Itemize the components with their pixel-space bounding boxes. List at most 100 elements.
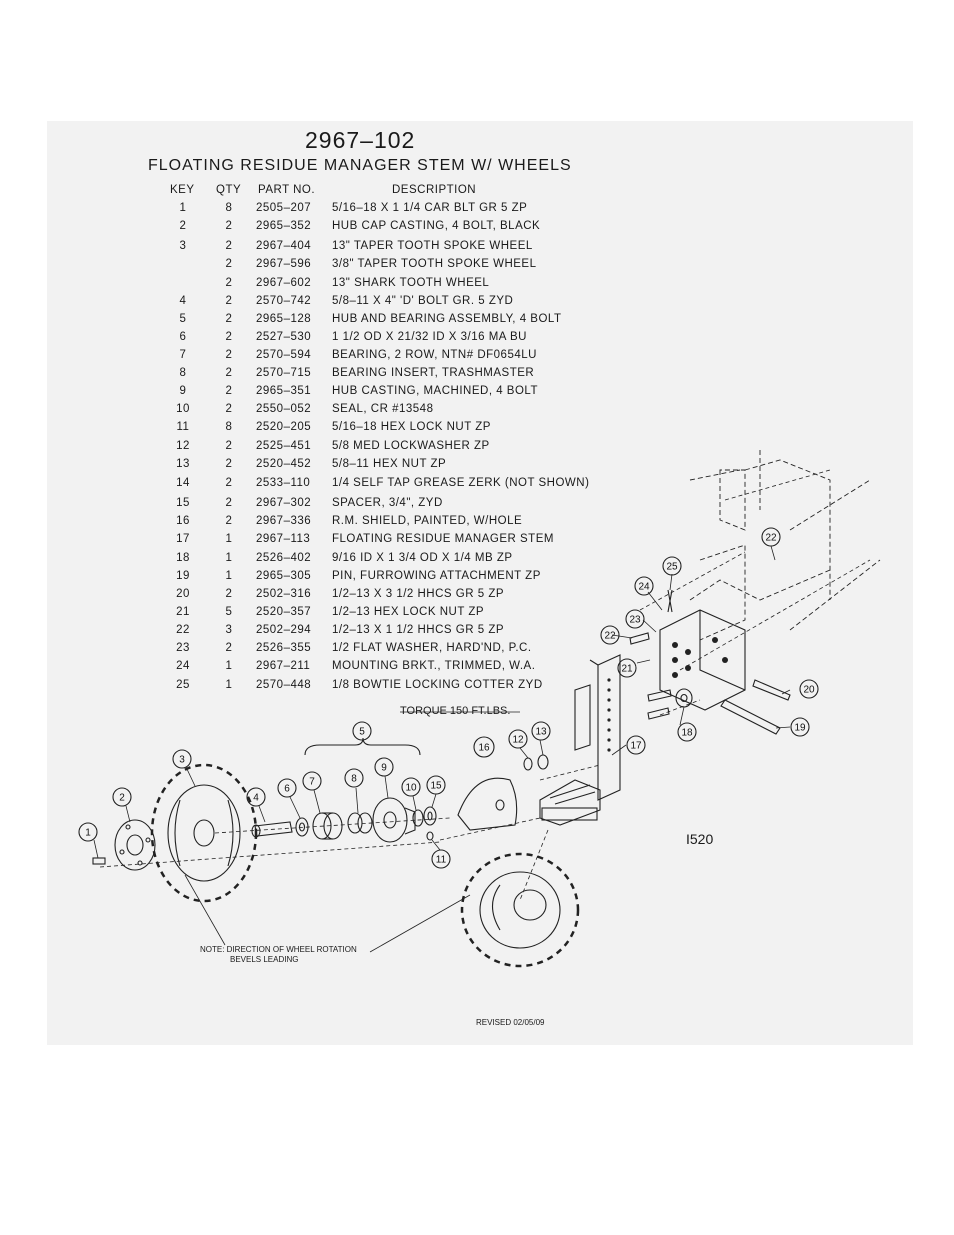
cell-description: 5/8–11 HEX NUT ZP [332, 458, 447, 470]
cell-description: 1/2 FLAT WASHER, HARD'ND, P.C. [332, 642, 532, 654]
callout-label: 13 [535, 727, 547, 738]
assembly-brace [304, 737, 421, 756]
cell-part-no: 2967–302 [256, 497, 312, 509]
cell-qty: 2 [225, 477, 233, 489]
cell-key: 7 [179, 349, 187, 361]
floating-residue-manager-stem [574, 654, 621, 801]
cell-qty: 2 [225, 313, 233, 325]
cell-qty: 2 [225, 385, 233, 397]
callout-label: 19 [794, 723, 806, 734]
callout-label: 10 [405, 783, 417, 794]
cell-description: HUB CASTING, MACHINED, 4 BOLT [332, 385, 538, 397]
cell-key: 12 [176, 440, 190, 452]
cell-description: 1 1/2 OD X 21/32 ID X 3/16 MA BU [332, 331, 527, 343]
cell-description: 5/16–18 HEX LOCK NUT ZP [332, 421, 491, 433]
spacer [423, 806, 437, 826]
cell-description: 1/8 BOWTIE LOCKING COTTER ZYD [332, 679, 543, 691]
cell-key: 20 [176, 588, 190, 600]
callout-11 [431, 849, 451, 869]
cell-part-no: 2533–110 [256, 477, 311, 489]
cell-key: 16 [176, 515, 190, 527]
cell-description: 1/4 SELF TAP GREASE ZERK (NOT SHOWN) [332, 477, 590, 489]
cell-qty: 2 [225, 367, 233, 379]
callout-label: 11 [436, 855, 447, 866]
cell-part-no: 2570–715 [256, 367, 312, 379]
hub-casting [372, 797, 416, 843]
cell-part-no: 2967–596 [256, 258, 312, 270]
cell-qty: 2 [225, 277, 233, 289]
cell-key: 19 [176, 570, 190, 582]
cell-qty: 2 [225, 440, 233, 452]
callout-label: 22 [604, 631, 616, 642]
cell-description: MOUNTING BRKT., TRIMMED, W.A. [332, 660, 536, 672]
cell-key: 1 [179, 202, 187, 214]
cell-description: 5/8–11 X 4" 'D' BOLT GR. 5 ZYD [332, 295, 514, 307]
callout-label: 15 [430, 781, 442, 792]
cell-description: 1/2–13 X 3 1/2 HHCS GR 5 ZP [332, 588, 505, 600]
cell-qty: 2 [225, 220, 233, 232]
callout-25 [662, 556, 682, 576]
callout-6 [277, 778, 297, 798]
callout-label: 8 [351, 774, 357, 785]
cell-description: 1/2–13 X 1 1/2 HHCS GR 5 ZP [332, 624, 505, 636]
cell-part-no: 2965–351 [256, 385, 312, 397]
callout-24 [634, 576, 654, 596]
cell-part-no: 2965–305 [256, 570, 312, 582]
cell-description: 5/16–18 X 1 1/4 CAR BLT GR 5 ZP [332, 202, 528, 214]
cell-part-no: 2502–316 [256, 588, 312, 600]
shark-tooth-wheel [460, 852, 580, 968]
callout-4 [246, 787, 266, 807]
callout-label: 25 [666, 562, 678, 573]
cell-qty: 2 [225, 588, 233, 600]
machine-bushing [295, 817, 309, 837]
cell-qty: 2 [225, 403, 233, 415]
cell-key: 24 [176, 660, 190, 672]
col-header-description: DESCRIPTION [392, 184, 477, 196]
hub-cap-casting [114, 819, 156, 871]
cell-description: FLOATING RESIDUE MANAGER STEM [332, 533, 554, 545]
cell-qty: 2 [225, 642, 233, 654]
document-title: FLOATING RESIDUE MANAGER STEM W/ WHEELS [148, 157, 572, 174]
callout-label: 23 [629, 615, 641, 626]
hex-lock-nut [426, 831, 434, 841]
cell-part-no: 2502–294 [256, 624, 312, 636]
cell-part-no: 2526–402 [256, 552, 312, 564]
cell-key: 25 [176, 679, 190, 691]
col-header-part-no: PART NO. [258, 184, 316, 196]
revised-date: REVISED 02/05/09 [476, 1018, 545, 1027]
cell-qty: 8 [225, 421, 233, 433]
mounting-bracket [659, 609, 746, 711]
col-header-key: KEY [170, 184, 195, 196]
cell-key: 6 [179, 331, 187, 343]
hex-bolts [629, 632, 791, 720]
cell-key: 9 [179, 385, 187, 397]
callout-22b [761, 527, 781, 547]
cell-qty: 8 [225, 202, 233, 214]
callout-label: 24 [638, 582, 650, 593]
callout-label: 3 [179, 755, 185, 766]
cell-qty: 2 [225, 240, 233, 252]
cell-part-no: 2967–602 [256, 277, 312, 289]
cell-qty: 1 [225, 679, 233, 691]
cell-key: 18 [176, 552, 190, 564]
cell-qty: 2 [225, 515, 233, 527]
cell-part-no: 2505–207 [256, 202, 312, 214]
callout-21 [617, 658, 637, 678]
callout-16 [473, 736, 495, 758]
cell-qty: 5 [225, 606, 233, 618]
cell-description: 5/8 MED LOCKWASHER ZP [332, 440, 490, 452]
cell-qty: 2 [225, 331, 233, 343]
cell-qty: 2 [225, 349, 233, 361]
callout-label: 4 [253, 793, 259, 804]
callout-7 [302, 771, 322, 791]
cell-qty: 1 [225, 552, 233, 564]
cell-qty: 2 [225, 458, 233, 470]
toolbar-frame [689, 450, 881, 641]
cell-description: R.M. SHIELD, PAINTED, W/HOLE [332, 515, 523, 527]
callout-label: 2 [119, 793, 125, 804]
cell-key: 23 [176, 642, 190, 654]
callout-19 [790, 717, 810, 737]
cell-description: HUB CAP CASTING, 4 BOLT, BLACK [332, 220, 541, 232]
furrowing-pin [720, 699, 781, 735]
